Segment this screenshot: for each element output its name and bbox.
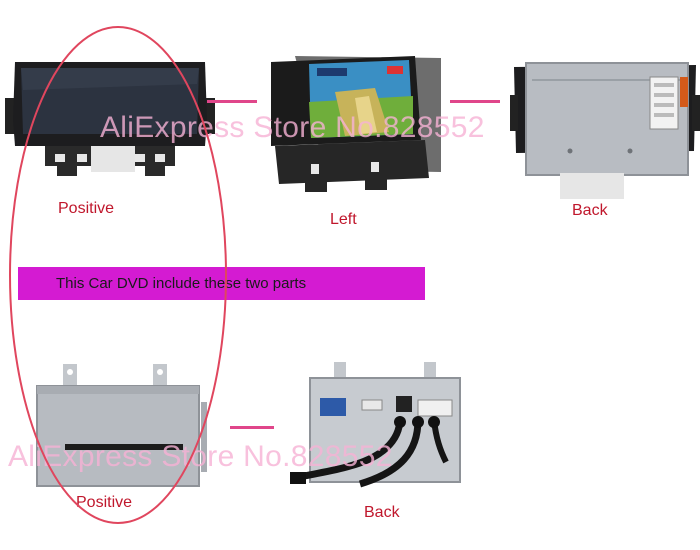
label-back-bottom: Back xyxy=(364,504,400,521)
connector-line-top-left xyxy=(207,100,257,103)
parts-banner-text: This Car DVD include these two parts xyxy=(56,275,307,292)
parts-banner: This Car DVD include these two parts xyxy=(18,267,425,300)
label-positive-top: Positive xyxy=(58,200,115,217)
car-dvd-angled-navigation-screen-image xyxy=(271,56,441,192)
dvd-chassis-rear-with-cables-image xyxy=(290,362,461,488)
car-dvd-front-unit-image xyxy=(5,62,215,176)
connector-line-bottom xyxy=(230,426,274,429)
car-dvd-rear-panel-image xyxy=(510,62,700,199)
label-left: Left xyxy=(330,211,357,228)
label-back-top: Back xyxy=(572,202,608,219)
connector-line-top-right xyxy=(450,100,500,103)
dvd-chassis-front-image xyxy=(36,364,207,487)
label-positive-bottom: Positive xyxy=(76,494,133,511)
